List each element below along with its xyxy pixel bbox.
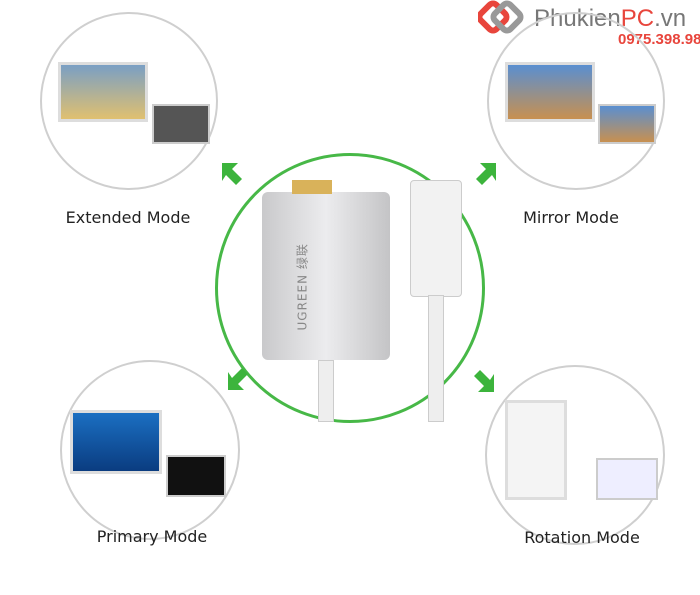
primary-mode-circle xyxy=(60,360,240,540)
laptop xyxy=(598,104,656,144)
product-circle xyxy=(215,153,485,423)
desktop-monitor xyxy=(505,62,595,122)
arrow-icon xyxy=(222,163,496,392)
usb-plug xyxy=(410,180,462,297)
mode-label: Primary Mode xyxy=(96,527,208,546)
extended-mode-circle xyxy=(40,12,218,190)
mode-label: Extended Mode xyxy=(65,208,191,227)
mirror-mode-circle xyxy=(487,12,665,190)
laptop xyxy=(166,455,226,497)
desktop-monitor xyxy=(70,410,162,474)
mode-label: Mirror Mode xyxy=(523,208,619,227)
rotation-mode-circle xyxy=(485,365,665,545)
usb-vga-adapter: UGREEN 绿联 xyxy=(262,180,390,360)
laptop xyxy=(596,458,658,500)
usb-cable xyxy=(428,295,444,422)
usb-cable xyxy=(318,360,334,422)
mode-label: Rotation Mode xyxy=(524,528,640,547)
rotated-monitor xyxy=(505,400,567,500)
laptop xyxy=(152,104,210,144)
desktop-monitor xyxy=(58,62,148,122)
